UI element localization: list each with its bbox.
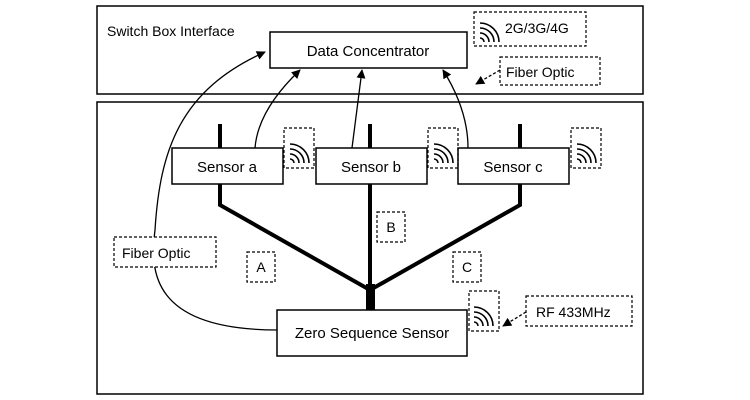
feeder-trunk: [366, 284, 375, 312]
phase-a-frame: [246, 251, 276, 283]
fiber-optic-top-frame: [499, 56, 601, 86]
sensor-c-wireless-icon: [576, 143, 597, 164]
wireless-signal-icon: [479, 22, 500, 43]
sensor-c-label: Sensor c: [483, 159, 543, 176]
rf-label-frame: [525, 295, 633, 327]
phase-c-label: C: [462, 259, 472, 275]
switch-box-frame: [96, 5, 644, 95]
wireless-top-label: 2G/3G/4G: [505, 20, 569, 36]
switch-box-title: Switch Box Interface: [107, 23, 235, 39]
fiber-optic-left-frame: [113, 236, 217, 268]
sensor-a-box: [171, 147, 284, 185]
phase-c-frame: [452, 251, 482, 283]
sensor-a-label: Sensor a: [197, 159, 258, 176]
data-concentrator-label: Data Concentrator: [307, 43, 430, 60]
zero-sequence-wireless-icon: [473, 306, 494, 327]
phase-b-frame: [376, 211, 406, 243]
sensor-b-label: Sensor b: [341, 159, 401, 176]
data-concentrator-box: [269, 31, 468, 69]
field-frame: [96, 101, 644, 395]
zero-sequence-wireless-frame: [468, 290, 500, 332]
sensor-c-box: [457, 147, 570, 185]
fiber-optic-left-label: Fiber Optic: [122, 245, 190, 261]
wireless-top-frame: [473, 11, 587, 47]
sensor-b-box: [315, 147, 428, 185]
zero-sequence-fiber-link: [152, 51, 279, 331]
sensor-c-wireless-frame: [570, 127, 602, 169]
sensor-b-wireless-frame: [427, 127, 459, 169]
phase-a-label: A: [256, 259, 266, 275]
rf-label-pointer: [502, 311, 527, 327]
rf-label: RF 433MHz: [536, 304, 611, 320]
fiber-optic-top-pointer: [475, 69, 501, 85]
phase-b-label: B: [386, 219, 395, 235]
sensor-a-wireless-icon: [289, 143, 310, 164]
sensor-c-uplink-arrow: [442, 69, 469, 149]
fiber-optic-top-label: Fiber Optic: [506, 64, 574, 80]
sensor-a-uplink-arrow: [254, 69, 301, 149]
sensor-b-uplink-arrow: [351, 69, 366, 149]
sensor-a-wireless-frame: [283, 127, 315, 169]
sensor-b-wireless-icon: [433, 143, 454, 164]
zero-sequence-sensor-label: Zero Sequence Sensor: [295, 325, 449, 342]
zero-sequence-sensor-box: [276, 309, 468, 357]
